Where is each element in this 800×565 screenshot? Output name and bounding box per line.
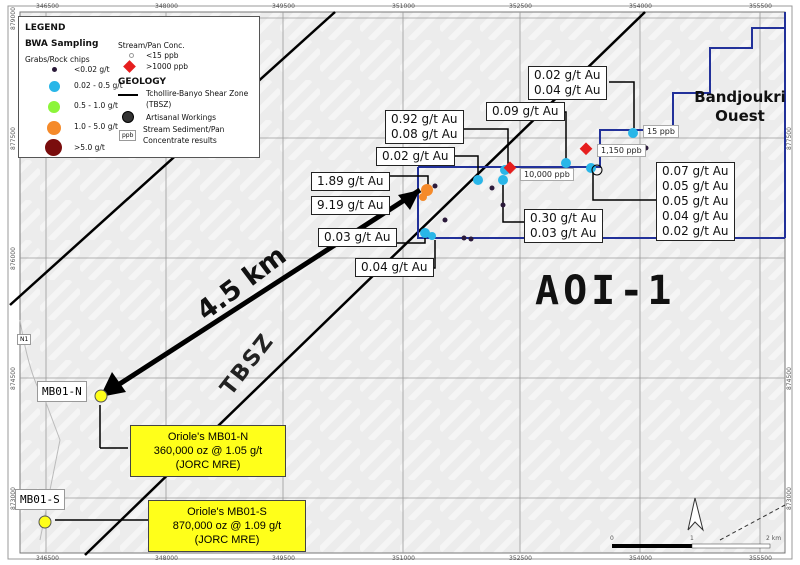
legend-label: Artisanal Workings xyxy=(146,113,217,122)
deposit-marker-mb01-n xyxy=(94,389,108,403)
assay-callout: 0.02 g/t Au xyxy=(376,147,455,166)
legend-geology-title: GEOLOGY xyxy=(118,77,166,87)
legend-label: <15 ppb xyxy=(146,51,179,60)
scale-bar-black xyxy=(612,544,692,548)
y-tick-right: 873000 xyxy=(786,487,793,510)
legend-label: 0.02 - 0.5 g/t xyxy=(74,81,123,90)
legend-swatch-lt002 xyxy=(52,67,57,72)
legend-swatch-05-10 xyxy=(48,101,60,113)
ppb-label: 15 ppb xyxy=(643,125,679,138)
ppb-label: 1,150 ppb xyxy=(597,144,646,157)
y-tick: 874500 xyxy=(10,367,17,390)
legend-swatch-gt1000 xyxy=(123,60,136,73)
x-tick: 351000 xyxy=(392,555,415,562)
x-tick: 349500 xyxy=(272,555,295,562)
legend-label: >1000 ppb xyxy=(146,62,189,71)
scale-label-0: 0 xyxy=(610,535,614,542)
x-tick-top: 355500 xyxy=(749,3,772,10)
assay-callout: 9.19 g/t Au xyxy=(311,196,390,215)
legend-swatch-gt5 xyxy=(45,139,62,156)
y-tick: 879000 xyxy=(10,7,17,30)
deposit-marker-mb01-s xyxy=(38,515,52,529)
scale-label-1: 1 xyxy=(690,535,694,542)
legend-title: LEGEND xyxy=(25,23,66,33)
resource-box-mb01-n: Oriole's MB01-N 360,000 oz @ 1.05 g/t (J… xyxy=(130,425,286,477)
legend-label: Concentrate results xyxy=(143,136,217,145)
aoi-label: AOI-1 xyxy=(535,268,676,314)
legend-label: 1.0 - 5.0 g/t xyxy=(74,122,118,131)
legend-ppb-box: ppb xyxy=(119,130,137,141)
distance-arrow-tail xyxy=(398,190,420,210)
legend-swatch-lt15 xyxy=(129,53,134,58)
x-tick: 348000 xyxy=(155,555,178,562)
north-arrow-icon xyxy=(687,497,704,532)
legend-label: >5.0 g/t xyxy=(74,143,105,152)
ppb-label: 10,000 ppb xyxy=(520,168,574,181)
legend-label: Stream Sediment/Pan xyxy=(143,125,225,134)
y-tick-right: 874500 xyxy=(786,367,793,390)
y-tick: 877500 xyxy=(10,127,17,150)
road-label-n1: N1 xyxy=(17,334,32,345)
x-tick-top: 348000 xyxy=(155,3,178,10)
assay-callout: 0.04 g/t Au xyxy=(355,258,434,277)
assay-callout: 0.07 g/t Au 0.05 g/t Au 0.05 g/t Au 0.04… xyxy=(656,162,735,241)
legend-stream-title: Stream/Pan Conc. xyxy=(118,41,185,50)
deposit-label-mb01-s: MB01-S xyxy=(15,489,65,510)
y-tick-right: 877500 xyxy=(786,127,793,150)
x-tick: 355500 xyxy=(749,555,772,562)
artisanal-workings-icon xyxy=(122,111,134,123)
assay-callout: 0.92 g/t Au 0.08 g/t Au xyxy=(385,110,464,144)
x-tick-top: 351000 xyxy=(392,3,415,10)
callout-leaders xyxy=(55,81,656,521)
legend-sampling-title: BWA Sampling xyxy=(25,39,99,49)
x-tick-top: 346500 xyxy=(36,3,59,10)
assay-callout: 0.30 g/t Au 0.03 g/t Au xyxy=(524,209,603,243)
resource-box-mb01-s: Oriole's MB01-S 870,000 oz @ 1.09 g/t (J… xyxy=(148,500,306,552)
track-line xyxy=(719,504,786,541)
x-tick: 352500 xyxy=(509,555,532,562)
scale-label-2: 2 km xyxy=(766,535,782,542)
legend: LEGEND BWA Sampling Grabs/Rock chips <0.… xyxy=(18,16,260,158)
legend-label: 0.5 - 1.0 g/t xyxy=(74,101,118,110)
assay-callout: 0.02 g/t Au 0.04 g/t Au xyxy=(528,66,607,100)
distance-arrow xyxy=(116,187,422,388)
x-tick: 354000 xyxy=(629,555,652,562)
distance-arrow-head xyxy=(100,372,126,397)
assay-callout: 1.89 g/t Au xyxy=(311,172,390,191)
legend-grabs-title: Grabs/Rock chips xyxy=(25,55,90,64)
deposit-label-mb01-n: MB01-N xyxy=(37,381,87,402)
legend-swatch-10-50 xyxy=(47,121,61,135)
assay-callout: 0.03 g/t Au xyxy=(318,228,397,247)
y-tick: 876000 xyxy=(10,247,17,270)
x-tick-top: 354000 xyxy=(629,3,652,10)
y-tick: 873000 xyxy=(10,487,17,510)
legend-label: Tchollire-Banyo Shear Zone xyxy=(146,89,249,98)
legend-label: <0.02 g/t xyxy=(74,65,110,74)
legend-shear-line xyxy=(118,94,138,96)
x-tick-top: 352500 xyxy=(509,3,532,10)
scale-bar-white xyxy=(691,543,771,549)
legend-swatch-002-05 xyxy=(49,81,60,92)
bandjoukri-ouest-label: Bandjoukri Ouest xyxy=(694,88,786,125)
legend-label: (TBSZ) xyxy=(146,100,172,109)
assay-callout: 0.09 g/t Au xyxy=(486,102,565,121)
shear-zone-line-west xyxy=(9,11,336,306)
x-tick: 346500 xyxy=(36,555,59,562)
x-tick-top: 349500 xyxy=(272,3,295,10)
